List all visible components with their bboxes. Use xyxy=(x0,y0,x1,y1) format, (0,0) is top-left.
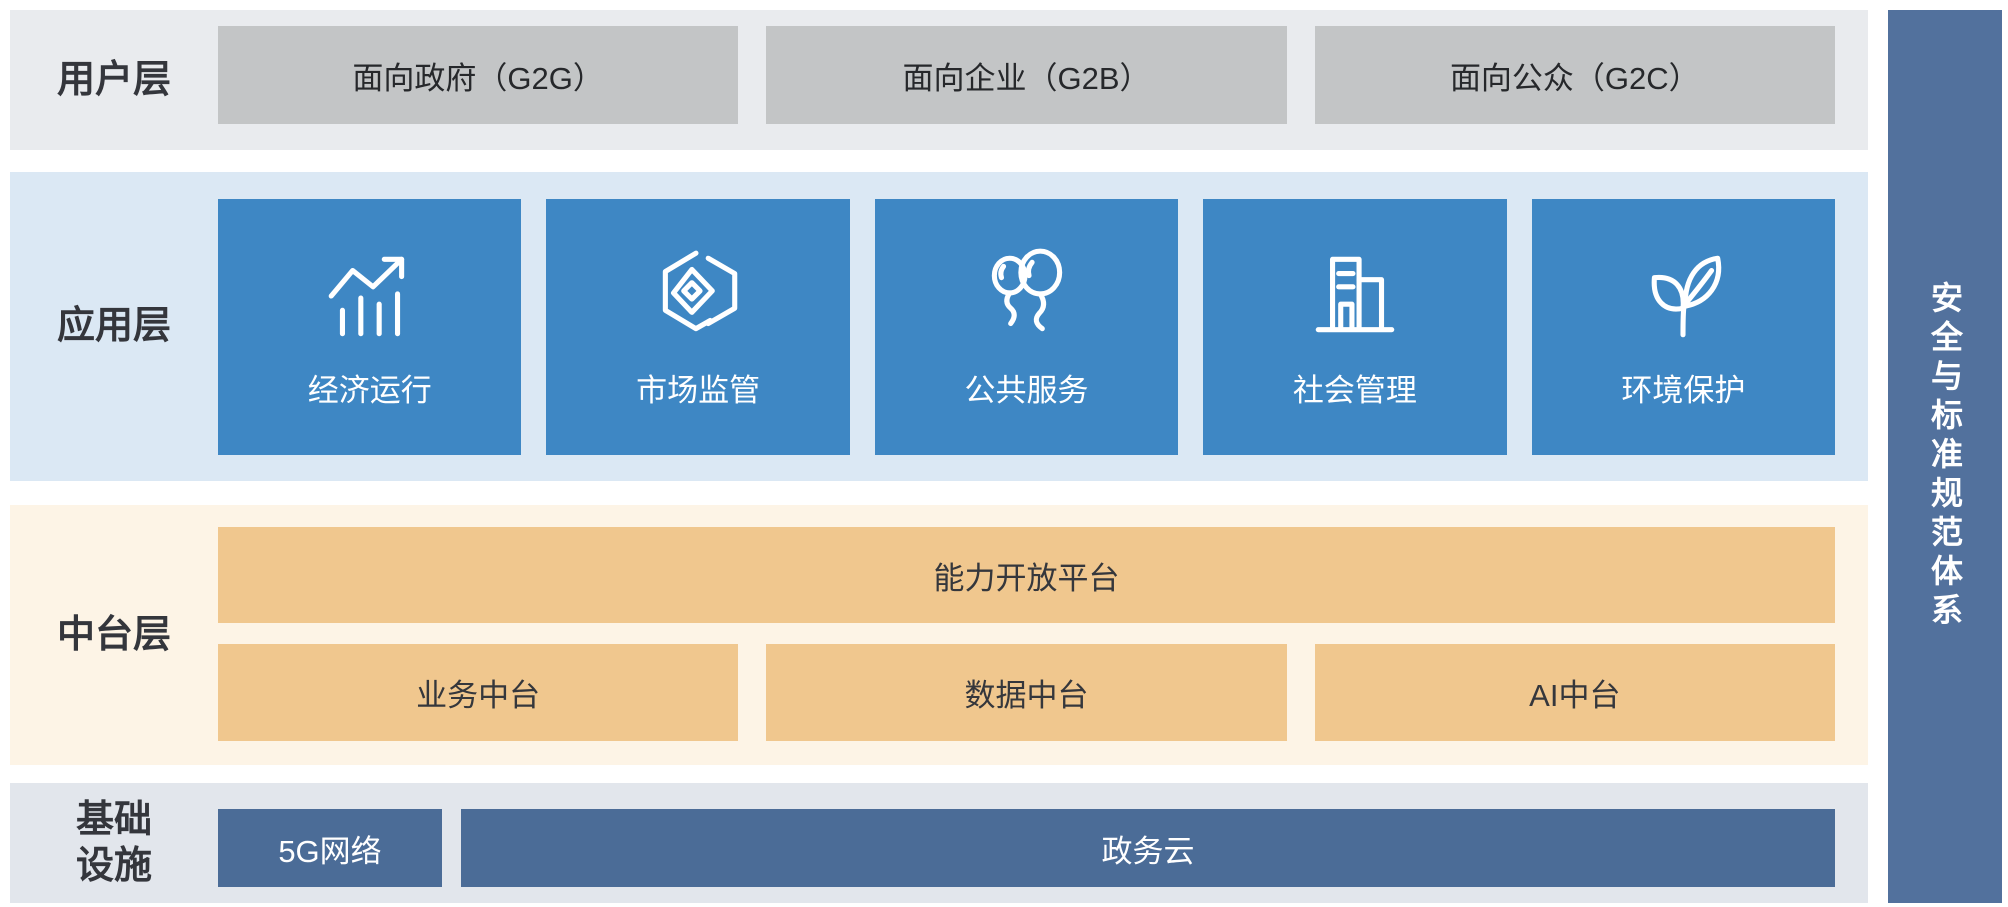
app-box-social: 社会管理 xyxy=(1203,199,1507,455)
balloons-icon xyxy=(991,248,1062,331)
infrastructure-layer-label: 基础 设施 xyxy=(10,783,218,903)
application-layer-content: 经济运行 市场监管 xyxy=(218,199,1836,455)
network-5g-box: 5G网络 xyxy=(218,809,442,887)
capability-platform-box: 能力开放平台 xyxy=(218,527,1835,623)
user-box-g2c: 面向公众（G2C） xyxy=(1314,26,1835,124)
user-box-g2g-label: 面向政府（G2G） xyxy=(352,60,604,96)
application-layer-label-text: 应用层 xyxy=(56,305,171,348)
trend-chart-icon xyxy=(328,256,404,336)
capability-platform-label: 能力开放平台 xyxy=(933,560,1120,596)
user-layer-band: 用户层 面向政府（G2G） 面向企业（G2B） 面向公众（G2C） xyxy=(10,10,1868,150)
application-layer-band: 应用层 经济运行 xyxy=(10,172,1868,481)
hexagon-cube-icon xyxy=(662,250,738,331)
ai-platform-label: AI中台 xyxy=(1529,678,1621,713)
infrastructure-layer-content: 5G网络 政务云 xyxy=(218,809,1835,887)
app-box-environment: 环境保护 xyxy=(1531,199,1836,455)
user-box-g2g: 面向政府（G2G） xyxy=(218,26,739,124)
app-box-economy: 经济运行 xyxy=(218,199,522,455)
middle-platform-layer-band: 中台层 能力开放平台 业务中台 数据中台 AI中台 xyxy=(10,505,1868,765)
buildings-icon xyxy=(1315,256,1395,332)
data-platform-box: 数据中台 xyxy=(766,644,1287,741)
app-box-economy-label: 经济运行 xyxy=(307,372,432,408)
application-layer-label: 应用层 xyxy=(10,172,218,481)
middle-platform-row: 业务中台 数据中台 AI中台 xyxy=(218,644,1835,741)
user-box-g2b: 面向企业（G2B） xyxy=(766,26,1287,124)
ai-platform-box: AI中台 xyxy=(1314,644,1835,741)
user-box-g2b-label: 面向企业（G2B） xyxy=(902,60,1151,96)
app-box-social-label: 社会管理 xyxy=(1292,372,1417,408)
security-standards-label: 安全与标准规范体系 xyxy=(1927,281,1963,632)
data-platform-label: 数据中台 xyxy=(964,678,1089,713)
app-box-public: 公共服务 xyxy=(874,199,1179,455)
middle-platform-layer-label: 中台层 xyxy=(10,505,218,765)
infrastructure-layer-label-line2: 设施 xyxy=(75,845,152,887)
infrastructure-layer-band: 基础 设施 5G网络 政务云 xyxy=(10,783,1868,903)
user-box-g2c-label: 面向公众（G2C） xyxy=(1449,60,1700,96)
app-box-market: 市场监管 xyxy=(546,199,850,455)
infrastructure-layer-label-line1: 基础 xyxy=(75,798,152,841)
network-5g-label: 5G网络 xyxy=(278,833,382,869)
leaves-icon xyxy=(1652,255,1722,337)
middle-platform-layer-content: 能力开放平台 业务中台 数据中台 AI中台 xyxy=(218,527,1835,743)
business-platform-box: 业务中台 xyxy=(218,644,739,741)
user-layer-label-text: 用户层 xyxy=(56,58,171,101)
security-standards-bar: 安全与标准规范体系 xyxy=(1888,10,2002,903)
business-platform-label: 业务中台 xyxy=(416,678,541,713)
user-layer-content: 面向政府（G2G） 面向企业（G2B） 面向公众（G2C） xyxy=(218,26,1835,124)
app-box-public-label: 公共服务 xyxy=(964,372,1089,408)
user-layer-label: 用户层 xyxy=(10,10,218,150)
app-box-environment-label: 环境保护 xyxy=(1621,372,1746,408)
app-box-market-label: 市场监管 xyxy=(636,372,761,408)
government-cloud-box: 政务云 xyxy=(461,809,1835,887)
government-cloud-label: 政务云 xyxy=(1101,833,1195,869)
middle-platform-layer-label-text: 中台层 xyxy=(56,613,171,656)
